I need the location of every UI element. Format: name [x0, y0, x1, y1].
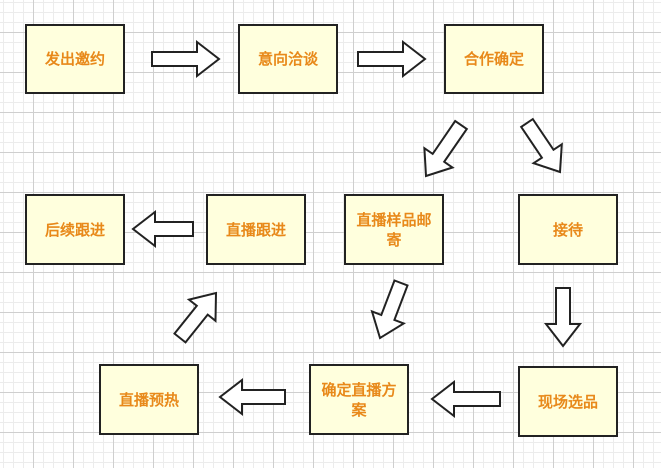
node-site-selection-label: 现场选品: [537, 392, 598, 411]
node-followup: 后续跟进: [25, 194, 125, 265]
arrow-sample-to-plan: [370, 279, 409, 340]
node-plan-label: 确定直播方案: [321, 380, 397, 419]
node-live-followup: 直播跟进: [206, 194, 306, 265]
node-reception: 接待: [518, 194, 618, 265]
node-negotiation-label: 意向洽谈: [257, 50, 318, 68]
node-invite-label: 发出邀约: [44, 50, 105, 68]
arrow-layer: [131, 39, 583, 419]
arrow-confirm-to-reception: [519, 117, 563, 174]
arrow-plan-to-warmup: [218, 377, 286, 417]
node-negotiation: 意向洽谈: [238, 24, 338, 94]
arrow-reception-to-site-selection: [543, 287, 583, 348]
node-confirm-label: 合作确定: [463, 50, 524, 68]
node-live-followup-label: 直播跟进: [225, 220, 286, 239]
arrow-invite-to-negotiation: [151, 39, 221, 79]
arrow-live-followup-to-followup: [131, 209, 194, 249]
node-sample: 直播样品邮寄: [344, 194, 444, 265]
arrow-warmup-to-live-followup: [173, 291, 218, 344]
node-sample-label: 直播样品邮寄: [356, 210, 432, 249]
arrow-site-selection-to-plan: [430, 379, 501, 419]
node-invite: 发出邀约: [25, 24, 125, 94]
node-confirm: 合作确定: [444, 24, 544, 94]
node-plan: 确定直播方案: [309, 364, 409, 435]
node-warmup: 直播预热: [99, 364, 199, 435]
node-reception-label: 接待: [552, 220, 583, 239]
node-warmup-label: 直播预热: [118, 390, 179, 409]
node-site-selection: 现场选品: [518, 366, 618, 437]
arrow-negotiation-to-confirm: [357, 39, 427, 79]
arrow-confirm-to-sample: [423, 119, 469, 178]
node-followup-label: 后续跟进: [44, 220, 105, 239]
